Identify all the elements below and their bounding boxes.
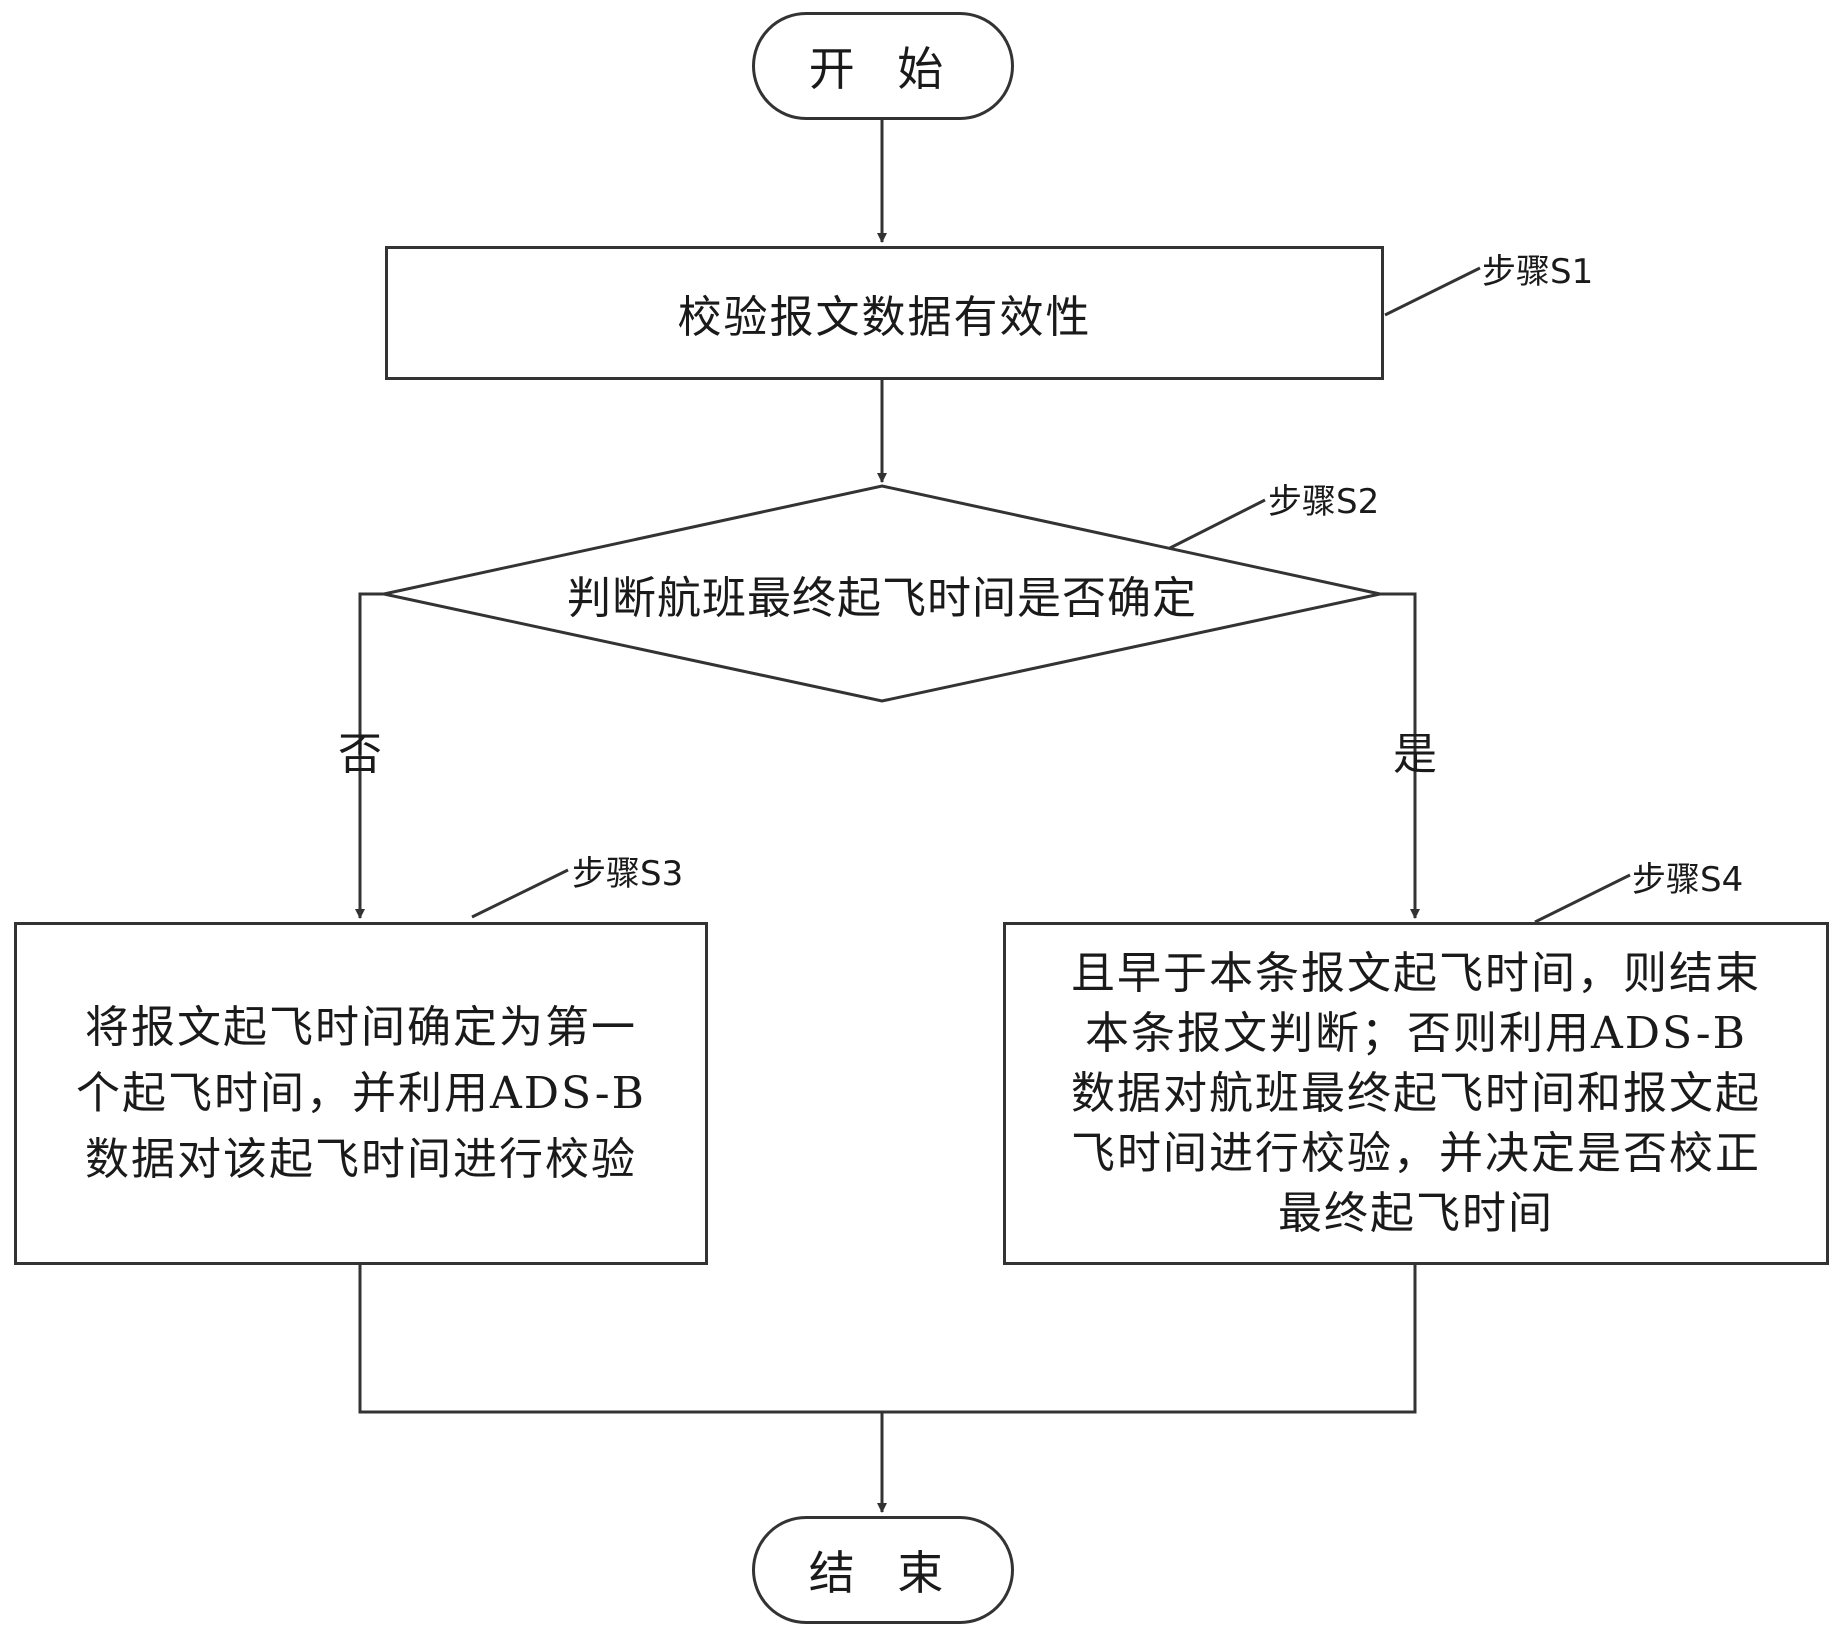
arrow-yes-branch: [1380, 592, 1420, 919]
step-label-s1: 步骤S1: [1482, 252, 1594, 292]
s4-line-2: 本条报文判断；否则利用ADS-B: [1084, 1007, 1747, 1059]
step-label-s2: 步骤S2: [1268, 482, 1380, 522]
process-s1: 校验报文数据有效性: [385, 246, 1384, 380]
step-label-s3: 步骤S3: [572, 854, 684, 894]
s3-line-2: 个起飞时间，并利用ADS-B: [75, 1067, 646, 1119]
s4-line-1: 且早于本条报文起飞时间，则结束: [1071, 947, 1761, 999]
branch-label-no: 否: [338, 729, 382, 780]
s3-line-1: 将报文起飞时间确定为第一: [85, 1001, 637, 1053]
leader-s1: [1384, 266, 1481, 317]
start-terminal: 开 始: [752, 12, 1014, 120]
arrow-no-branch: [355, 592, 384, 919]
leader-s2: [1169, 498, 1266, 550]
process-s4: 且早于本条报文起飞时间，则结束 本条报文判断；否则利用ADS-B 数据对航班最终…: [1003, 922, 1829, 1265]
s2-text: 判断航班最终起飞时间是否确定: [567, 573, 1197, 624]
merge-line-left: [358, 1265, 1417, 1414]
end-terminal: 结 束: [752, 1516, 1014, 1624]
decision-diamond-s2: [383, 484, 1381, 703]
s3-line-3: 数据对该起飞时间进行校验: [85, 1133, 637, 1185]
s4-line-4: 飞时间进行校验，并决定是否校正: [1071, 1127, 1761, 1179]
leader-s4: [1534, 873, 1631, 924]
s4-line-5: 最终起飞时间: [1278, 1187, 1554, 1239]
leader-s3: [471, 868, 569, 919]
process-s3: 将报文起飞时间确定为第一 个起飞时间，并利用ADS-B 数据对该起飞时间进行校验: [14, 922, 708, 1265]
s4-line-3: 数据对航班最终起飞时间和报文起: [1071, 1067, 1761, 1119]
start-label: 开 始: [808, 42, 958, 96]
s1-text: 校验报文数据有效性: [677, 292, 1092, 343]
branch-label-yes: 是: [1393, 729, 1437, 780]
step-label-s4: 步骤S4: [1632, 860, 1744, 900]
end-label: 结 束: [808, 1546, 958, 1600]
